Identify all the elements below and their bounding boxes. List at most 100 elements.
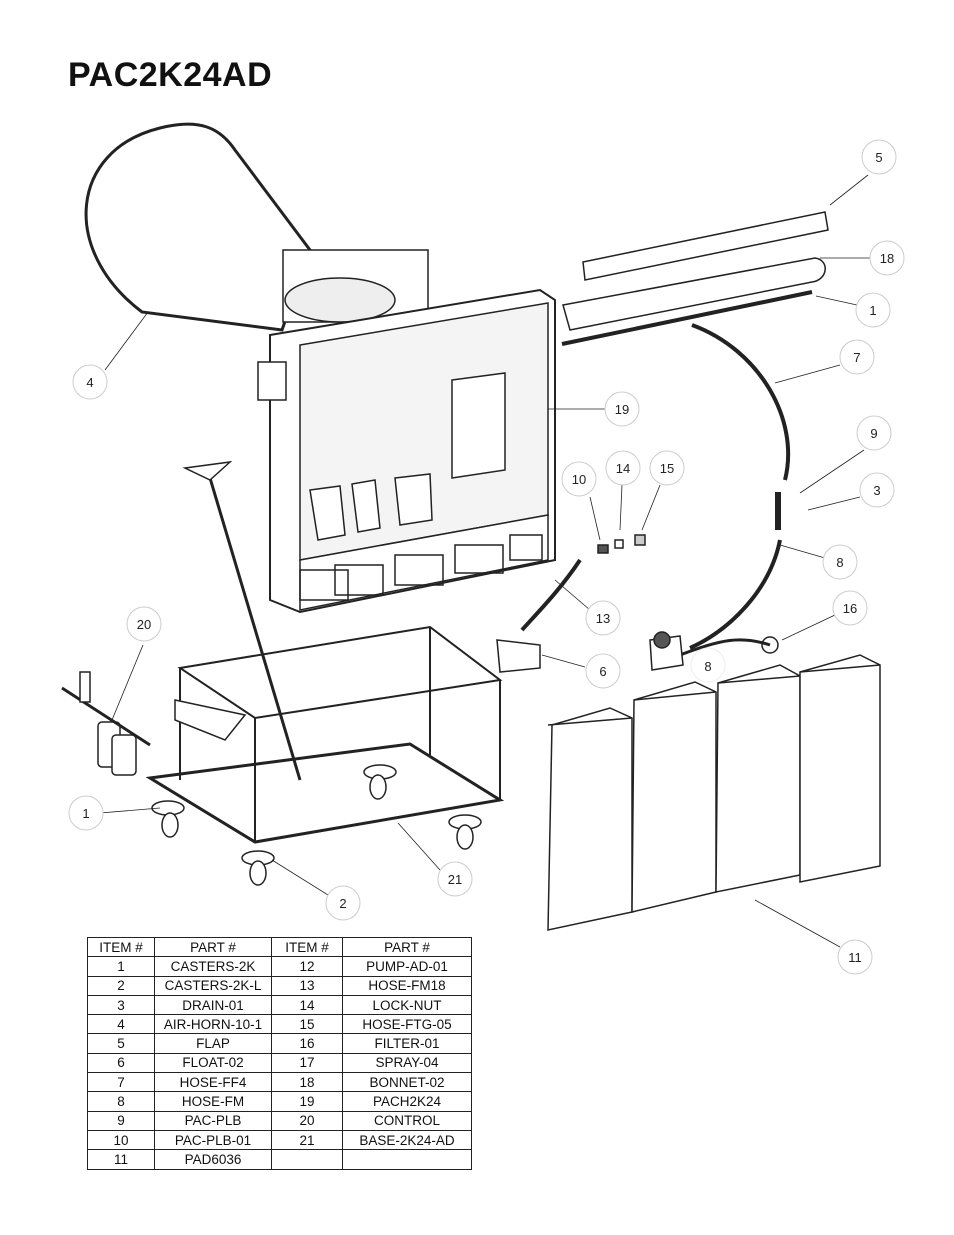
table-cell: 11 — [87, 1149, 155, 1170]
table-cell: AIR-HORN-10-1 — [154, 1014, 272, 1035]
callout-21: 21 — [437, 861, 473, 897]
callout-1-top: 1 — [855, 292, 891, 328]
table-cell: 17 — [271, 1052, 343, 1074]
table-cell: FLAP — [154, 1033, 272, 1054]
table-cell: BASE-2K24-AD — [342, 1129, 472, 1151]
callout-label: 11 — [848, 950, 862, 965]
table-cell: 8 — [87, 1091, 155, 1112]
pads-drawing — [547, 654, 881, 931]
callout-5: 5 — [861, 139, 897, 175]
table-cell: 19 — [271, 1091, 343, 1112]
callout-18: 18 — [869, 240, 905, 276]
table-cell: 10 — [87, 1129, 155, 1151]
callout-13: 13 — [585, 600, 621, 636]
table-cell: 15 — [271, 1014, 343, 1035]
table-cell: 20 — [271, 1110, 343, 1131]
callout-3: 3 — [859, 472, 895, 508]
table-cell: 4 — [87, 1014, 155, 1035]
callout-19: 19 — [604, 391, 640, 427]
table-cell: CONTROL — [342, 1110, 472, 1131]
callout-label: 16 — [843, 601, 857, 616]
callout-16: 16 — [832, 590, 868, 626]
callout-9: 9 — [856, 415, 892, 451]
table-cell: 6 — [87, 1052, 155, 1074]
callout-label: 9 — [870, 426, 877, 441]
callout-label: 19 — [615, 402, 629, 417]
bonnet-drawing — [562, 257, 826, 331]
column-header: ITEM # — [271, 936, 343, 958]
table-cell: 2 — [87, 975, 155, 996]
float-drawing — [496, 639, 541, 673]
table-cell: HOSE-FTG-05 — [342, 1014, 472, 1035]
table-cell: 5 — [87, 1033, 155, 1054]
callout-11: 11 — [837, 939, 873, 975]
table-cell: HOSE-FM — [154, 1091, 272, 1112]
callout-label: 18 — [880, 251, 894, 266]
callout-label: 5 — [875, 150, 882, 165]
column-header: PART # — [342, 936, 472, 958]
table-cell: 9 — [87, 1110, 155, 1131]
table-cell: BONNET-02 — [342, 1072, 472, 1093]
table-cell: PUMP-AD-01 — [342, 956, 472, 977]
callout-label: 10 — [572, 472, 586, 487]
table-cell: CASTERS-2K — [154, 956, 272, 977]
column-header: ITEM # — [87, 936, 155, 958]
callout-label: 7 — [853, 350, 860, 365]
callouts: 5 18 1 7 9 3 4 19 10 14 15 8 16 13 6 8 2… — [68, 139, 905, 975]
table-cell: PACH2K24 — [342, 1091, 472, 1112]
table-cell: HOSE-FF4 — [154, 1072, 272, 1093]
table-cell — [271, 1149, 343, 1170]
table-cell: FLOAT-02 — [154, 1052, 272, 1074]
table-cell: PAC-PLB — [154, 1110, 272, 1131]
table-cell: DRAIN-01 — [154, 994, 272, 1016]
callout-4: 4 — [72, 364, 108, 400]
callout-15: 15 — [649, 450, 685, 486]
control-assembly-drawing — [61, 671, 151, 776]
stand-rod-drawing — [182, 460, 302, 781]
callout-label: 14 — [616, 461, 630, 476]
callout-label: 3 — [873, 483, 880, 498]
table-cell: 7 — [87, 1072, 155, 1093]
callout-2: 2 — [325, 885, 361, 921]
flap-drawing — [582, 211, 829, 281]
callout-label: 8 — [704, 659, 711, 674]
table-cell: HOSE-FM18 — [342, 975, 472, 996]
callout-10: 10 — [561, 461, 597, 497]
leader-lines — [99, 174, 872, 948]
callout-label: 13 — [596, 611, 610, 626]
table-cell: PAC-PLB-01 — [154, 1129, 272, 1151]
distribution-pipe-drawing — [520, 290, 813, 657]
table-cell — [342, 1149, 472, 1170]
callout-label: 2 — [339, 896, 346, 911]
callout-label: 6 — [599, 664, 606, 679]
page-title: PAC2K24AD — [68, 56, 273, 94]
base-frame-drawing — [145, 625, 505, 844]
fittings-drawing — [597, 534, 646, 554]
table-cell: 14 — [271, 994, 343, 1016]
table-cell: PAD6036 — [154, 1149, 272, 1170]
table-cell: FILTER-01 — [342, 1033, 472, 1054]
callout-7: 7 — [839, 339, 875, 375]
callout-1-left: 1 — [68, 795, 104, 831]
table-cell: 16 — [271, 1033, 343, 1054]
callout-label: 1 — [82, 806, 89, 821]
table-cell: LOCK-NUT — [342, 994, 472, 1016]
callout-label: 21 — [448, 872, 462, 887]
column-header: PART # — [154, 936, 272, 958]
callout-label: 4 — [86, 375, 93, 390]
callout-20: 20 — [126, 606, 162, 642]
main-frame-drawing — [257, 288, 556, 614]
callout-label: 15 — [660, 461, 674, 476]
